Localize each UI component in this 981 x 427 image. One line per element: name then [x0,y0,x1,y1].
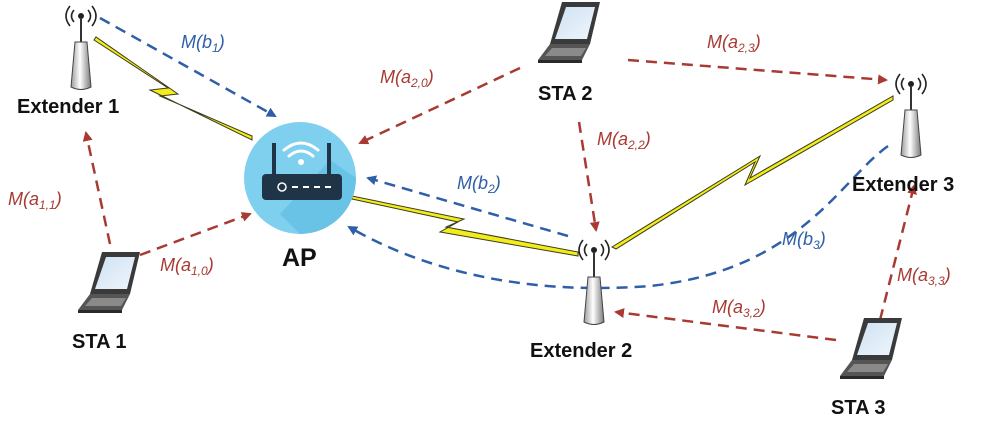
sta1-label: STA 1 [72,331,126,353]
extender2-antenna-icon [578,239,610,325]
edge-label-a32: M(a3,2) [712,297,766,320]
arrow-a33 [878,184,917,321]
ap-label: AP [282,244,317,272]
edge-label-a10: M(a1,0) [160,255,214,278]
edge-label-a11: M(a1,1) [8,189,62,212]
ap-router-icon [244,122,356,234]
arrow-b1 [99,16,277,118]
extender3-antenna-icon [895,73,927,158]
edge-label-b3: M(b3) [782,229,826,252]
sta3-laptop-icon [840,318,902,379]
sta1-laptop-icon [78,252,140,313]
arrow-a10 [139,212,252,257]
arrow-a23 [627,58,888,85]
extender1-antenna-icon [65,5,97,90]
edge-label-a20: M(a2,0) [380,67,434,90]
extender3-label: Extender 3 [852,174,954,196]
arrow-a11 [82,131,112,245]
arrow-a32 [614,308,837,342]
wireless-link-extender1-ap [93,36,253,141]
edge-label-a22: M(a2,2) [597,129,651,152]
arrow-b3 [347,144,889,290]
sta3-label: STA 3 [831,397,885,419]
wireless-link-extender2-ap [351,195,579,257]
edge-label-a33: M(a3,3) [897,265,951,288]
wireless-link-extender3-extender2 [610,95,894,250]
edge-label-b2: M(b2) [457,173,501,196]
sta2-label: STA 2 [538,83,592,105]
edge-label-a23: M(a2,3) [707,32,761,55]
extender2-label: Extender 2 [530,340,632,362]
arrow-a22 [577,121,600,232]
sta2-laptop-icon [538,2,600,63]
arrow-a20 [358,66,521,145]
edge-label-b1: M(b1) [181,32,225,55]
extender1-label: Extender 1 [17,96,119,118]
